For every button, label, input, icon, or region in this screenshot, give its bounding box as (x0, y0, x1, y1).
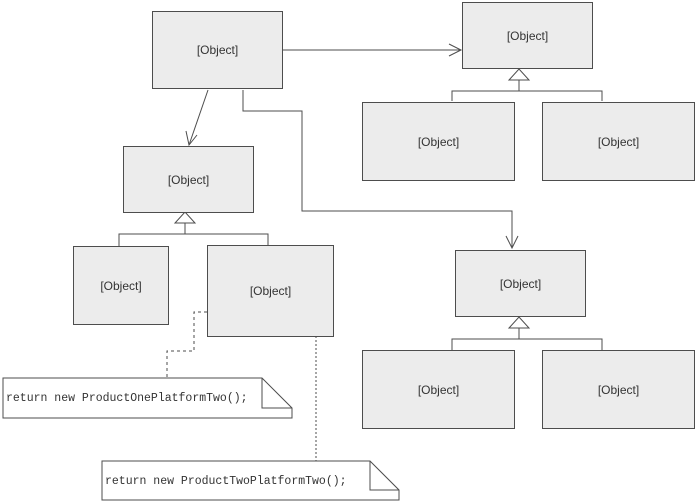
product-top-left-box: [Object] (362, 102, 515, 181)
factory-platform-two-label: [Object] (249, 284, 292, 298)
abstract-factory-box: [Object] (123, 146, 254, 213)
factory-platform-one-box: [Object] (73, 246, 169, 325)
product-bottom-left-box: [Object] (362, 350, 515, 429)
arrowhead-product-bottom (505, 235, 519, 250)
abstract-product-bottom-box: [Object] (455, 250, 586, 317)
factory-platform-two-box: [Object] (207, 245, 334, 337)
abstract-product-top-box: [Object] (462, 2, 593, 69)
client-label: [Object] (196, 43, 239, 57)
inheritance-bar-left (118, 233, 269, 246)
abstract-product-top-label: [Object] (506, 28, 549, 43)
note-shape-one (2, 377, 293, 419)
generalization-triangle-top (507, 68, 531, 81)
arrowhead-product-top (448, 43, 463, 57)
association-client-to-product-bottom (242, 90, 513, 248)
note-product-one-text: return new ProductOnePlatformTwo(); (6, 392, 248, 405)
client-box: [Object] (152, 11, 283, 89)
note-fold-one (261, 378, 292, 409)
note-fold-two (369, 461, 399, 491)
inheritance-bar-bottom (451, 338, 603, 350)
note-shape-two (101, 460, 400, 501)
factory-platform-one-label: [Object] (100, 278, 142, 293)
product-bottom-left-label: [Object] (417, 382, 460, 397)
association-client-to-factory (188, 89, 209, 146)
product-bottom-right-box: [Object] (542, 350, 695, 429)
abstract-product-bottom-label: [Object] (499, 276, 542, 291)
generalization-triangle-left (173, 211, 197, 224)
note-connector-one (166, 311, 207, 378)
product-top-right-label: [Object] (597, 134, 640, 149)
product-top-left-label: [Object] (417, 134, 460, 149)
generalization-triangle-bottom (507, 316, 531, 329)
product-top-right-box: [Object] (542, 102, 695, 181)
product-bottom-right-label: [Object] (597, 382, 640, 397)
abstract-factory-label: [Object] (167, 172, 210, 187)
arrowhead-factory (185, 130, 198, 147)
inheritance-bar-top (451, 90, 603, 101)
note-product-two-text: return new ProductTwoPlatformTwo(); (105, 475, 347, 488)
